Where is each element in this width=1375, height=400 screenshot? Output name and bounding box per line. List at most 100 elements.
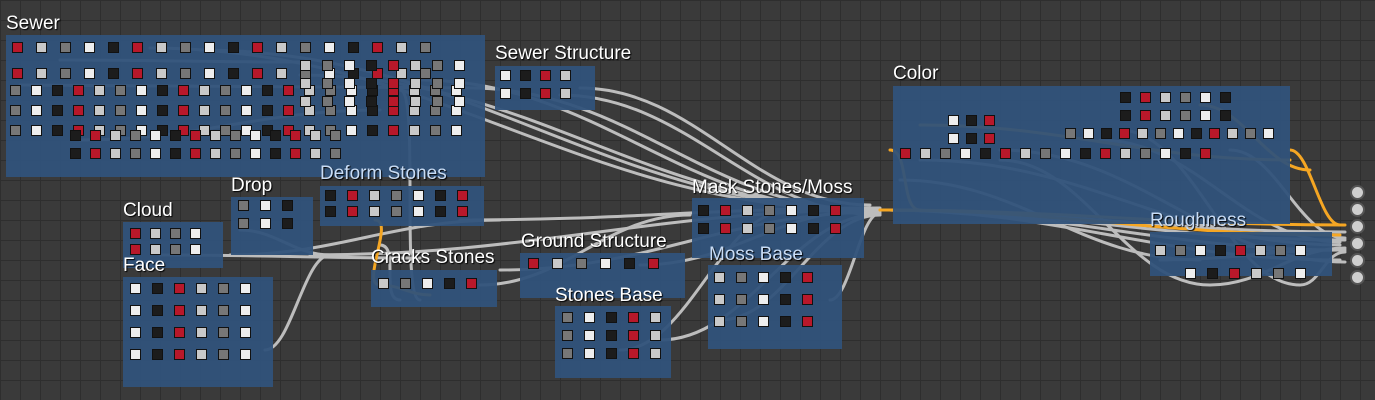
graph-node[interactable] xyxy=(1195,245,1206,256)
graph-node[interactable] xyxy=(210,148,221,159)
graph-node[interactable] xyxy=(31,85,42,96)
graph-node[interactable] xyxy=(1295,245,1306,256)
graph-node[interactable] xyxy=(984,115,995,126)
group-title-mask-stones-moss[interactable]: Mask Stones/Moss xyxy=(692,177,853,198)
graph-node[interactable] xyxy=(1295,268,1306,279)
graph-node[interactable] xyxy=(330,148,341,159)
group-title-cracks-stones[interactable]: Cracks Stones xyxy=(371,247,495,268)
graph-node[interactable] xyxy=(325,206,336,217)
graph-node[interactable] xyxy=(435,206,446,217)
graph-node[interactable] xyxy=(174,327,185,338)
graph-node[interactable] xyxy=(130,283,141,294)
output-port[interactable] xyxy=(1350,270,1365,285)
graph-node[interactable] xyxy=(1215,245,1226,256)
graph-node[interactable] xyxy=(324,42,335,53)
graph-node[interactable] xyxy=(282,218,293,229)
graph-node[interactable] xyxy=(413,206,424,217)
graph-node[interactable] xyxy=(435,190,446,201)
graph-node[interactable] xyxy=(190,130,201,141)
graph-node[interactable] xyxy=(396,68,407,79)
graph-node[interactable] xyxy=(130,244,141,255)
graph-node[interactable] xyxy=(457,206,468,217)
graph-node[interactable] xyxy=(283,105,294,116)
graph-node[interactable] xyxy=(742,205,753,216)
graph-node[interactable] xyxy=(347,206,358,217)
graph-node[interactable] xyxy=(1119,128,1130,139)
graph-node[interactable] xyxy=(322,78,333,89)
graph-node[interactable] xyxy=(830,205,841,216)
graph-node[interactable] xyxy=(300,96,311,107)
graph-node[interactable] xyxy=(1140,110,1151,121)
output-port[interactable] xyxy=(1350,185,1365,200)
graph-node[interactable] xyxy=(372,42,383,53)
graph-node[interactable] xyxy=(300,42,311,53)
graph-node[interactable] xyxy=(808,205,819,216)
output-port[interactable] xyxy=(1350,202,1365,217)
graph-node[interactable] xyxy=(584,312,595,323)
graph-node[interactable] xyxy=(552,258,563,269)
graph-node[interactable] xyxy=(560,70,571,81)
graph-node[interactable] xyxy=(10,85,21,96)
graph-node[interactable] xyxy=(1200,148,1211,159)
graph-node[interactable] xyxy=(1155,245,1166,256)
graph-node[interactable] xyxy=(241,85,252,96)
graph-node[interactable] xyxy=(10,125,21,136)
graph-node[interactable] xyxy=(1191,128,1202,139)
graph-node[interactable] xyxy=(600,258,611,269)
graph-node[interactable] xyxy=(230,130,241,141)
graph-node[interactable] xyxy=(178,85,189,96)
graph-node[interactable] xyxy=(966,115,977,126)
graph-node[interactable] xyxy=(1275,245,1286,256)
graph-node[interactable] xyxy=(1220,92,1231,103)
graph-node[interactable] xyxy=(178,105,189,116)
graph-node[interactable] xyxy=(276,42,287,53)
graph-node[interactable] xyxy=(196,305,207,316)
graph-node[interactable] xyxy=(948,115,959,126)
graph-node[interactable] xyxy=(170,148,181,159)
graph-node[interactable] xyxy=(940,148,951,159)
graph-node[interactable] xyxy=(218,283,229,294)
graph-node[interactable] xyxy=(132,68,143,79)
graph-node[interactable] xyxy=(60,42,71,53)
graph-node[interactable] xyxy=(174,349,185,360)
graph-node[interactable] xyxy=(70,148,81,159)
graph-node[interactable] xyxy=(714,272,725,283)
graph-node[interactable] xyxy=(300,60,311,71)
graph-node[interactable] xyxy=(310,148,321,159)
graph-node[interactable] xyxy=(110,148,121,159)
graph-node[interactable] xyxy=(948,133,959,144)
graph-node[interactable] xyxy=(344,96,355,107)
graph-node[interactable] xyxy=(742,223,753,234)
graph-node[interactable] xyxy=(174,283,185,294)
graph-node[interactable] xyxy=(199,85,210,96)
graph-node[interactable] xyxy=(12,42,23,53)
graph-node[interactable] xyxy=(520,88,531,99)
graph-node[interactable] xyxy=(204,42,215,53)
graph-node[interactable] xyxy=(190,228,201,239)
group-frame-color[interactable] xyxy=(893,86,1290,224)
graph-node[interactable] xyxy=(1065,128,1076,139)
graph-node[interactable] xyxy=(1120,148,1131,159)
graph-node[interactable] xyxy=(780,316,791,327)
graph-node[interactable] xyxy=(94,105,105,116)
graph-node[interactable] xyxy=(136,105,147,116)
graph-node[interactable] xyxy=(199,105,210,116)
graph-node[interactable] xyxy=(1220,110,1231,121)
graph-node[interactable] xyxy=(900,148,911,159)
graph-node[interactable] xyxy=(432,60,443,71)
graph-node[interactable] xyxy=(400,278,411,289)
graph-node[interactable] xyxy=(73,105,84,116)
graph-node[interactable] xyxy=(650,312,661,323)
graph-node[interactable] xyxy=(786,205,797,216)
graph-node[interactable] xyxy=(1235,245,1246,256)
graph-node[interactable] xyxy=(584,348,595,359)
graph-node[interactable] xyxy=(190,148,201,159)
group-title-deform-stones[interactable]: Deform Stones xyxy=(320,163,447,184)
graph-node[interactable] xyxy=(36,42,47,53)
graph-node[interactable] xyxy=(457,190,468,201)
graph-node[interactable] xyxy=(31,125,42,136)
graph-node[interactable] xyxy=(157,85,168,96)
graph-node[interactable] xyxy=(152,305,163,316)
graph-node[interactable] xyxy=(270,130,281,141)
graph-node[interactable] xyxy=(410,78,421,89)
